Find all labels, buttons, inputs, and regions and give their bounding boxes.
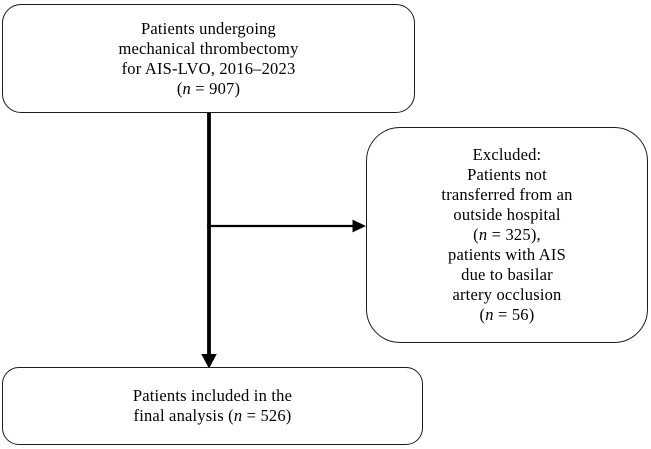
count-prefix: final analysis (	[133, 406, 234, 425]
n-symbol: n	[233, 406, 243, 425]
count-prefix: (	[479, 305, 486, 324]
count-suffix: = 526)	[242, 406, 292, 425]
enrollment-line: Patients undergoing	[140, 18, 277, 38]
node-included-box: Patients included in the final analysis …	[2, 367, 423, 445]
enrollment-count-line: (n = 907)	[177, 79, 240, 99]
excluded-count-line-1: (n = 325),	[473, 225, 541, 245]
included-line: Patients included in the	[132, 386, 293, 405]
node-enrollment-box: Patients undergoing mechanical thrombect…	[2, 4, 415, 113]
excluded-line: patients with AIS	[448, 245, 566, 264]
included-count-line: final analysis (n = 526)	[134, 406, 292, 426]
count-prefix: (	[473, 225, 479, 244]
enrollment-line: mechanical thrombectomy	[118, 38, 299, 58]
count-prefix: (	[176, 78, 183, 98]
excluded-line: Patients not	[467, 165, 547, 184]
excluded-line: transferred from an	[441, 185, 573, 204]
arrowhead-right-icon	[352, 219, 366, 233]
excluded-line: outside hospital	[453, 205, 561, 224]
excluded-line: artery occlusion	[452, 285, 562, 304]
node-excluded-box: Excluded: Patients not transferred from …	[366, 127, 648, 343]
count-suffix: = 907)	[190, 78, 241, 98]
count-suffix: = 56)	[493, 305, 535, 324]
arrowhead-down-icon	[201, 354, 217, 369]
excluded-count-line-2: (n = 56)	[480, 305, 535, 325]
excluded-line: due to basilar	[461, 265, 553, 284]
excluded-title: Excluded:	[472, 145, 542, 164]
n-symbol: n	[182, 78, 191, 98]
enrollment-line: for AIS-LVO, 2016–2023	[121, 58, 296, 78]
n-symbol: n	[485, 305, 494, 324]
n-symbol: n	[478, 225, 488, 244]
count-suffix: = 325),	[487, 225, 541, 244]
